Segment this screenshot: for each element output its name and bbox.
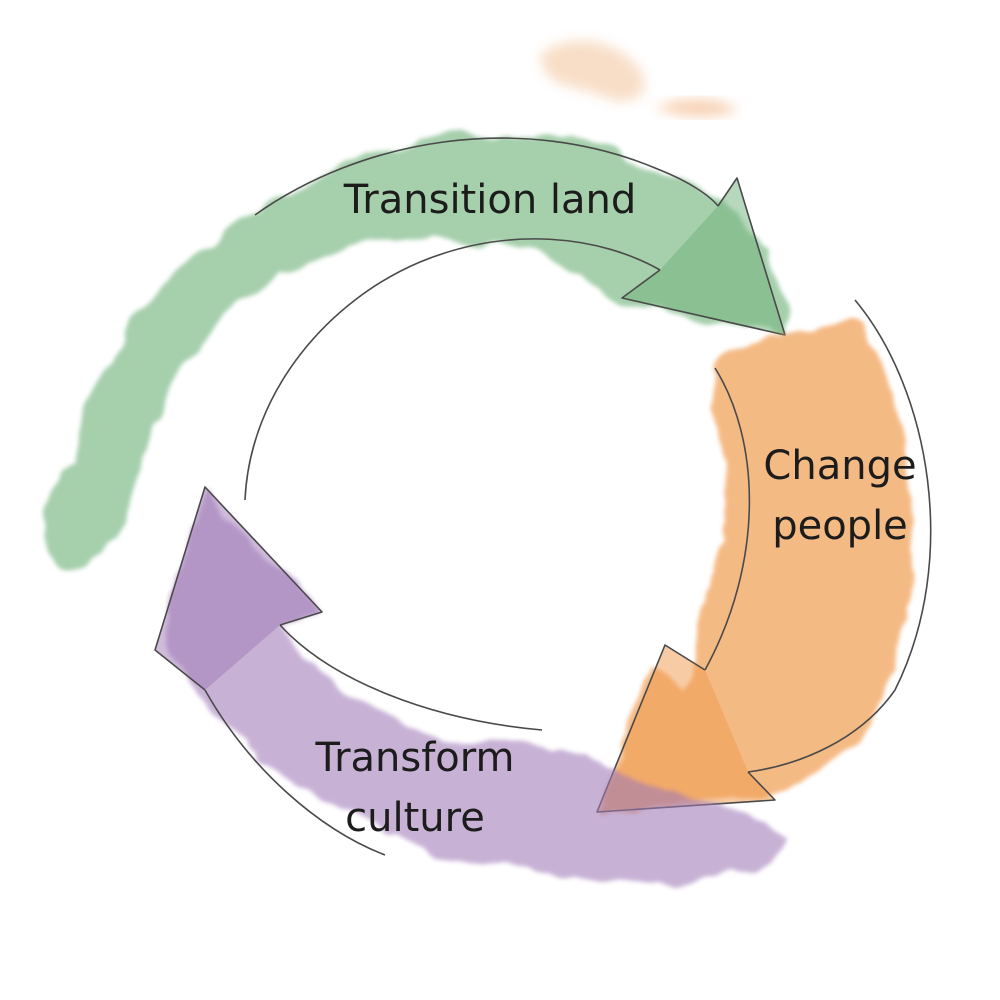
transition-land-label: Transition land [340,170,640,230]
transition-land-label-line-1: Transition land [343,177,637,223]
change-people-outer-edge [747,299,932,773]
transition-land-outer-edge [254,137,719,216]
change-people-inner-edge [704,367,751,671]
transform-culture-wash [160,490,790,884]
transform-culture-arrowhead [154,486,323,691]
watercolor-splash-top-right [540,40,738,117]
transform-culture-outer-edge [204,689,386,856]
change-people-label-line-1: Change [763,443,917,489]
transition-land-arrow [42,132,786,571]
transition-land-wash [42,132,786,571]
transform-culture-label-line-1: Transform [315,735,515,781]
transform-culture-label-line-2: culture [345,795,485,841]
transform-culture-arrow [154,486,790,884]
change-people-label-line-2: people [772,503,908,549]
transition-land-inner-edge [244,238,661,501]
transform-culture-label: Transform culture [300,728,530,848]
change-people-arrow [596,299,932,813]
change-people-label: Change people [755,436,925,556]
transform-culture-inner-edge [279,624,543,731]
